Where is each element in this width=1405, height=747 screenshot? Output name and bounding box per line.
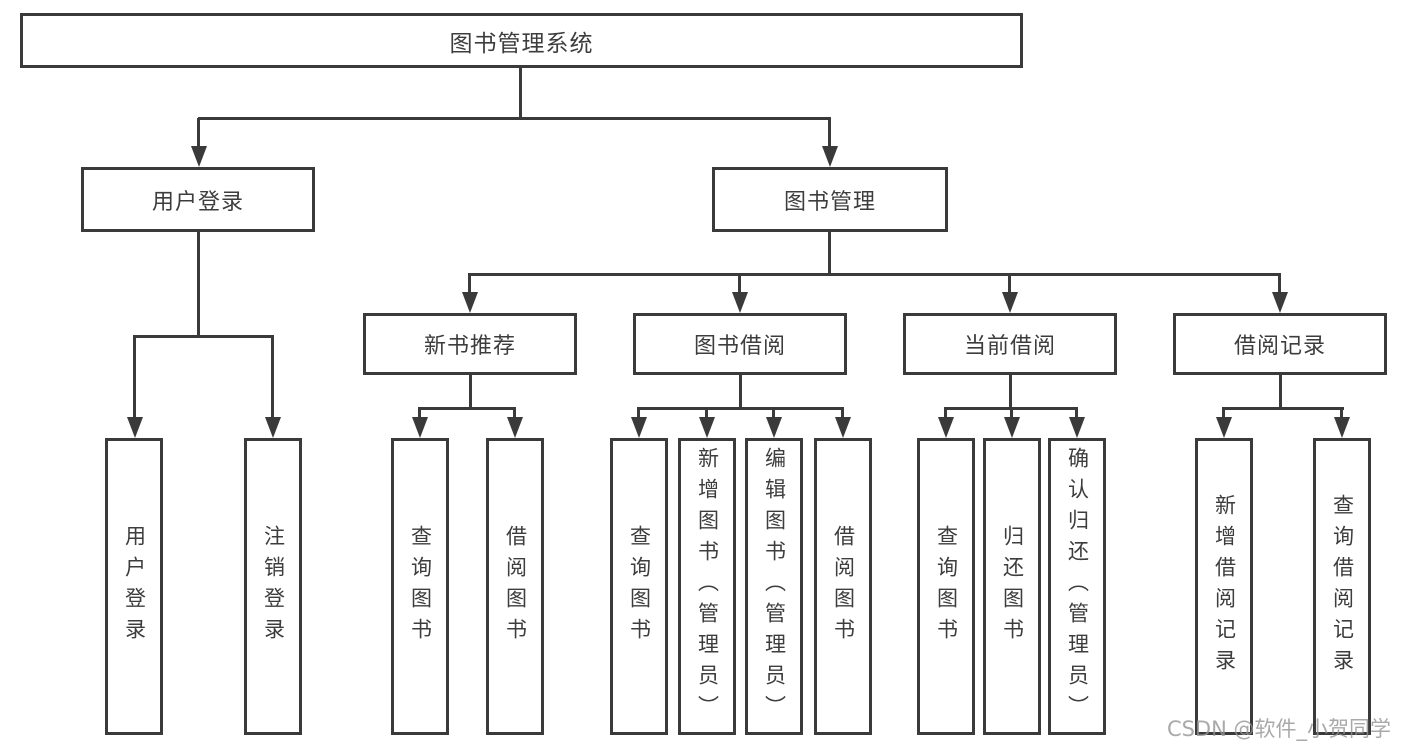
node-book-borrow: 图书借阅 [633, 313, 847, 375]
leaf-nb-query-books-label: 查询图书 [408, 524, 433, 649]
leaf-nb-borrow-books: 借阅图书 [486, 438, 544, 735]
node-new-book-recommend-label: 新书推荐 [423, 334, 516, 359]
leaf-bb-query-books-label: 查询图书 [627, 524, 652, 649]
edge-arrow-nb-query [418, 407, 421, 417]
edge-arrow-new-book-recommend [468, 273, 471, 292]
leaf-bb-borrow-books-label: 借阅图书 [831, 524, 856, 649]
node-borrow-records: 借阅记录 [1173, 313, 1387, 375]
edge-user-login-bar [133, 335, 274, 338]
edge-arrow-leaf-user-login [133, 335, 136, 417]
node-book-management: 图书管理 [712, 167, 948, 232]
leaf-cb-query-books-label: 查询图书 [934, 524, 959, 649]
edge-book-management-trunk [828, 232, 831, 273]
leaf-cb-confirm-return-admin: 确认归还（管理员） [1048, 438, 1106, 735]
edge-arrow-bb-add [705, 407, 708, 417]
edge-arrow-book-management [828, 118, 831, 146]
edge-arrow-cb-confirm [1075, 407, 1078, 417]
leaf-user-login: 用户登录 [105, 438, 163, 735]
node-library-system-label: 图书管理系统 [449, 30, 594, 57]
leaf-bb-borrow-books: 借阅图书 [814, 438, 872, 735]
leaf-bb-add-books-admin-label: 新增图书（管理员） [695, 447, 720, 726]
leaf-bb-add-books-admin: 新增图书（管理员） [678, 438, 736, 735]
edge-new-book-trunk [469, 375, 472, 407]
edge-arrow-nb-borrow [513, 407, 516, 417]
edge-arrow-cb-return [1010, 407, 1013, 417]
leaf-cb-query-books: 查询图书 [917, 438, 975, 735]
leaf-br-add-record: 新增借阅记录 [1195, 438, 1253, 735]
edge-arrow-book-borrow [738, 273, 741, 292]
edge-borrow-records-bar [1223, 407, 1344, 410]
edge-arrow-current-borrow [1008, 273, 1011, 292]
edge-borrow-records-trunk [1279, 375, 1282, 407]
edge-book-management-bar [469, 273, 1281, 276]
edge-arrow-cb-query [944, 407, 947, 417]
edge-root-trunk [519, 68, 522, 118]
node-current-borrow: 当前借阅 [903, 313, 1117, 375]
edge-book-borrow-bar [638, 407, 844, 410]
edge-arrow-br-query [1340, 407, 1343, 417]
node-book-management-label: 图书管理 [783, 189, 876, 215]
leaf-logout-label: 注销登录 [261, 524, 286, 649]
node-new-book-recommend: 新书推荐 [363, 313, 577, 375]
leaf-br-query-record: 查询借阅记录 [1313, 438, 1371, 735]
edge-arrow-user-login [197, 118, 200, 146]
edge-arrow-bb-borrow [841, 407, 844, 417]
edge-root-bar [198, 117, 831, 120]
edge-new-book-bar [419, 407, 516, 410]
leaf-user-login-label: 用户登录 [122, 524, 147, 649]
leaf-cb-return-books: 归还图书 [983, 438, 1041, 735]
node-current-borrow-label: 当前借阅 [963, 334, 1056, 359]
node-user-login-label: 用户登录 [151, 189, 244, 215]
edge-arrow-bb-query [637, 407, 640, 417]
node-book-borrow-label: 图书借阅 [693, 334, 786, 359]
node-borrow-records-label: 借阅记录 [1233, 334, 1326, 359]
node-library-system: 图书管理系统 [20, 13, 1023, 68]
leaf-nb-borrow-books-label: 借阅图书 [503, 524, 528, 649]
edge-arrow-bb-edit [772, 407, 775, 417]
leaf-logout: 注销登录 [244, 438, 302, 735]
edge-arrow-borrow-records [1278, 273, 1281, 292]
leaf-cb-confirm-return-admin-label: 确认归还（管理员） [1065, 447, 1090, 726]
edge-current-borrow-trunk [1009, 375, 1012, 407]
edge-arrow-leaf-logout [271, 335, 274, 417]
leaf-bb-query-books: 查询图书 [610, 438, 668, 735]
leaf-cb-return-books-label: 归还图书 [1000, 524, 1025, 649]
edge-arrow-br-add [1222, 407, 1225, 417]
leaf-bb-edit-books-admin-label: 编辑图书（管理员） [762, 447, 787, 726]
leaf-br-query-record-label: 查询借阅记录 [1330, 493, 1355, 680]
leaf-bb-edit-books-admin: 编辑图书（管理员） [745, 438, 803, 735]
csdn-watermark: CSDN @软件_小贺同学 [1166, 717, 1391, 741]
edge-user-login-trunk [197, 232, 200, 335]
node-user-login: 用户登录 [81, 167, 315, 232]
edge-book-borrow-trunk [739, 375, 742, 407]
leaf-br-add-record-label: 新增借阅记录 [1212, 493, 1237, 680]
leaf-nb-query-books: 查询图书 [391, 438, 449, 735]
